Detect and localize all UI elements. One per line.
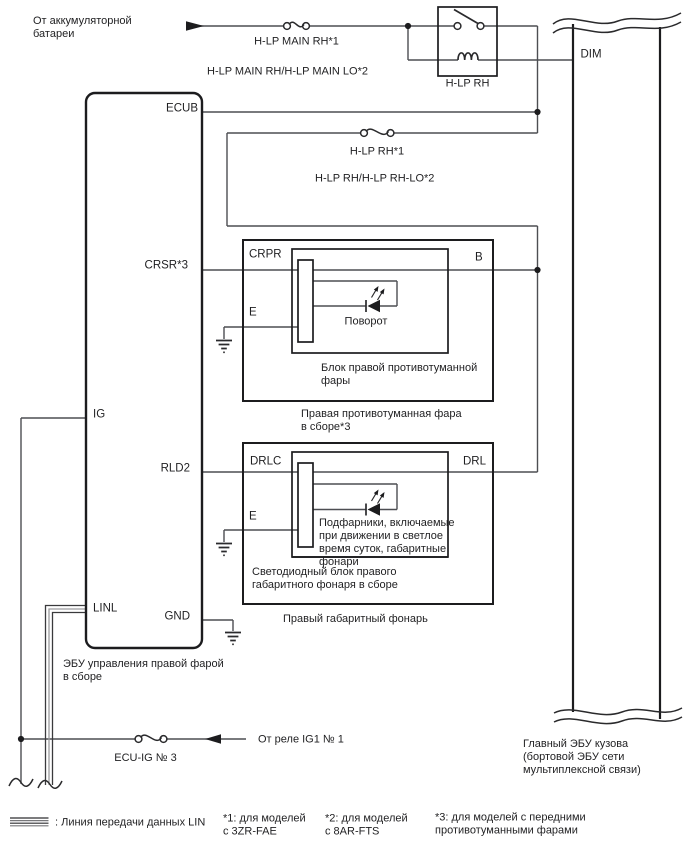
drl-led-icon <box>365 489 385 516</box>
ig-wire <box>20 417 86 784</box>
body-ecu-top-break-icon <box>552 12 682 34</box>
pin-drl: DRL <box>463 456 487 468</box>
body-ecu-bottom-break-icon <box>553 707 683 725</box>
legend-note3: *3: для моделей с передними <box>435 812 586 824</box>
drl-assembly-caption: Правый габаритный фонарь <box>283 613 428 625</box>
legend-note2: *2: для моделей <box>325 813 408 825</box>
body-ecu-caption: Главный ЭБУ кузова <box>523 738 629 750</box>
fuse-main-label: H-LP MAIN RH*1 <box>254 36 339 48</box>
drl-unit-caption: габаритного фонаря в сборе <box>252 579 398 591</box>
pin-ecub: ECUB <box>166 103 198 115</box>
wires <box>8 25 573 789</box>
pin-b: B <box>475 252 483 264</box>
component-boxes <box>84 6 683 725</box>
symbols <box>17 8 541 744</box>
drl-e-wire <box>223 529 298 542</box>
pin-ig: IG <box>93 409 105 421</box>
lin-line-sample-icon <box>10 817 49 827</box>
fog-e-wire <box>223 326 298 339</box>
gnd-ground-icon <box>225 631 241 646</box>
drl-led-label: при движении в светлое <box>319 530 443 542</box>
fog-assembly-caption: Правая противотуманная фара <box>301 408 463 420</box>
battery-source-label: От аккумуляторной <box>33 15 132 27</box>
fuse-ecu-ig-label: ECU-IG № 3 <box>114 752 177 764</box>
battery-wire <box>186 25 539 473</box>
fuse-rh-label: H-LP RH*1 <box>350 146 404 158</box>
legend: : Линия передачи данных LIN *1: для моде… <box>10 812 586 838</box>
junction-dot <box>17 735 25 743</box>
pin-rld2: RLD2 <box>161 463 190 475</box>
fog-lamp-unit-box <box>291 248 449 354</box>
legend-note1: с 3ZR-FAE <box>223 826 277 838</box>
pin-drlc: DRLC <box>250 456 281 468</box>
junction-dot <box>404 22 412 30</box>
fog-led-loop <box>313 280 398 307</box>
pin-dim: DIM <box>581 49 602 61</box>
legend-note2: с 8AR-FTS <box>325 826 379 838</box>
pin-fog-e: E <box>249 307 257 319</box>
fog-lamp-assembly-box <box>242 239 494 402</box>
body-ecu-caption: мультиплексной связи) <box>523 764 641 776</box>
fuse-rh-icon <box>359 128 395 138</box>
battery-source-label: батареи <box>33 28 74 40</box>
relay-switch-icon <box>453 8 485 31</box>
drl-led-label: время суток, габаритные <box>319 543 446 555</box>
relay-box <box>437 6 498 77</box>
fog-driver-block <box>297 259 314 343</box>
pin-gnd: GND <box>164 611 190 623</box>
fuse-main-icon <box>282 21 311 31</box>
junction-dot <box>534 266 541 274</box>
fog-assembly-caption: в сборе*3 <box>301 421 350 433</box>
fog-unit-caption: Блок правой противотуманной <box>321 362 477 374</box>
fuse-rh-alt-label: H-LP RH/H-LP RH-LO*2 <box>315 173 434 185</box>
lin-wire-break-icon <box>37 779 63 789</box>
relay-label: H-LP RH <box>446 78 490 90</box>
pin-crsr: CRSR*3 <box>145 260 188 272</box>
drl-driver-block <box>297 462 314 548</box>
fog-ground-icon <box>216 339 232 354</box>
drl-led-label: Подфарники, включаемые <box>319 517 455 529</box>
fog-unit-caption: фары <box>321 375 350 387</box>
drl-unit-caption: Светодиодный блок правого <box>252 566 397 578</box>
labels: От аккумуляторной батареи H-LP MAIN RH*1… <box>33 15 641 776</box>
drl-led-label: фонари <box>319 556 359 568</box>
relay-coil-icon <box>457 52 479 61</box>
dim-wire <box>407 26 573 61</box>
pin-drl-e: E <box>249 511 257 523</box>
legend-note1: *1: для моделей <box>223 813 306 825</box>
lin-wire <box>44 604 86 785</box>
drl-lamp-assembly-box <box>242 442 494 605</box>
drl-ground-icon <box>216 542 232 557</box>
battery-arrow-icon <box>186 21 204 31</box>
legend-lin-label: : Линия передачи данных LIN <box>55 817 205 829</box>
drl-led-loop <box>313 483 398 511</box>
pin-crpr: CRPR <box>249 249 282 261</box>
pin-linl: LINL <box>93 603 118 615</box>
fuse-main-alt-label: H-LP MAIN RH/H-LP MAIN LO*2 <box>207 66 368 78</box>
junction-dot <box>534 108 541 116</box>
body-ecu-caption: (бортовой ЭБУ сети <box>523 751 624 763</box>
headlamp-ecu-caption: в сборе <box>63 671 102 683</box>
headlamp-ecu-box <box>84 91 204 650</box>
gnd-wire <box>202 619 234 631</box>
body-ecu-box <box>552 12 683 725</box>
ig-wire-break-icon <box>8 777 34 787</box>
ig-source-label: От реле IG1 № 1 <box>258 734 344 746</box>
fog-led-label: Поворот <box>345 316 388 328</box>
ig-arrow-icon <box>205 734 221 744</box>
legend-note3: противотуманными фарами <box>435 825 578 837</box>
fuse-ecu-ig-icon <box>134 734 168 744</box>
fog-led-icon <box>365 286 385 313</box>
headlamp-ecu-caption: ЭБУ управления правой фарой <box>63 658 224 670</box>
